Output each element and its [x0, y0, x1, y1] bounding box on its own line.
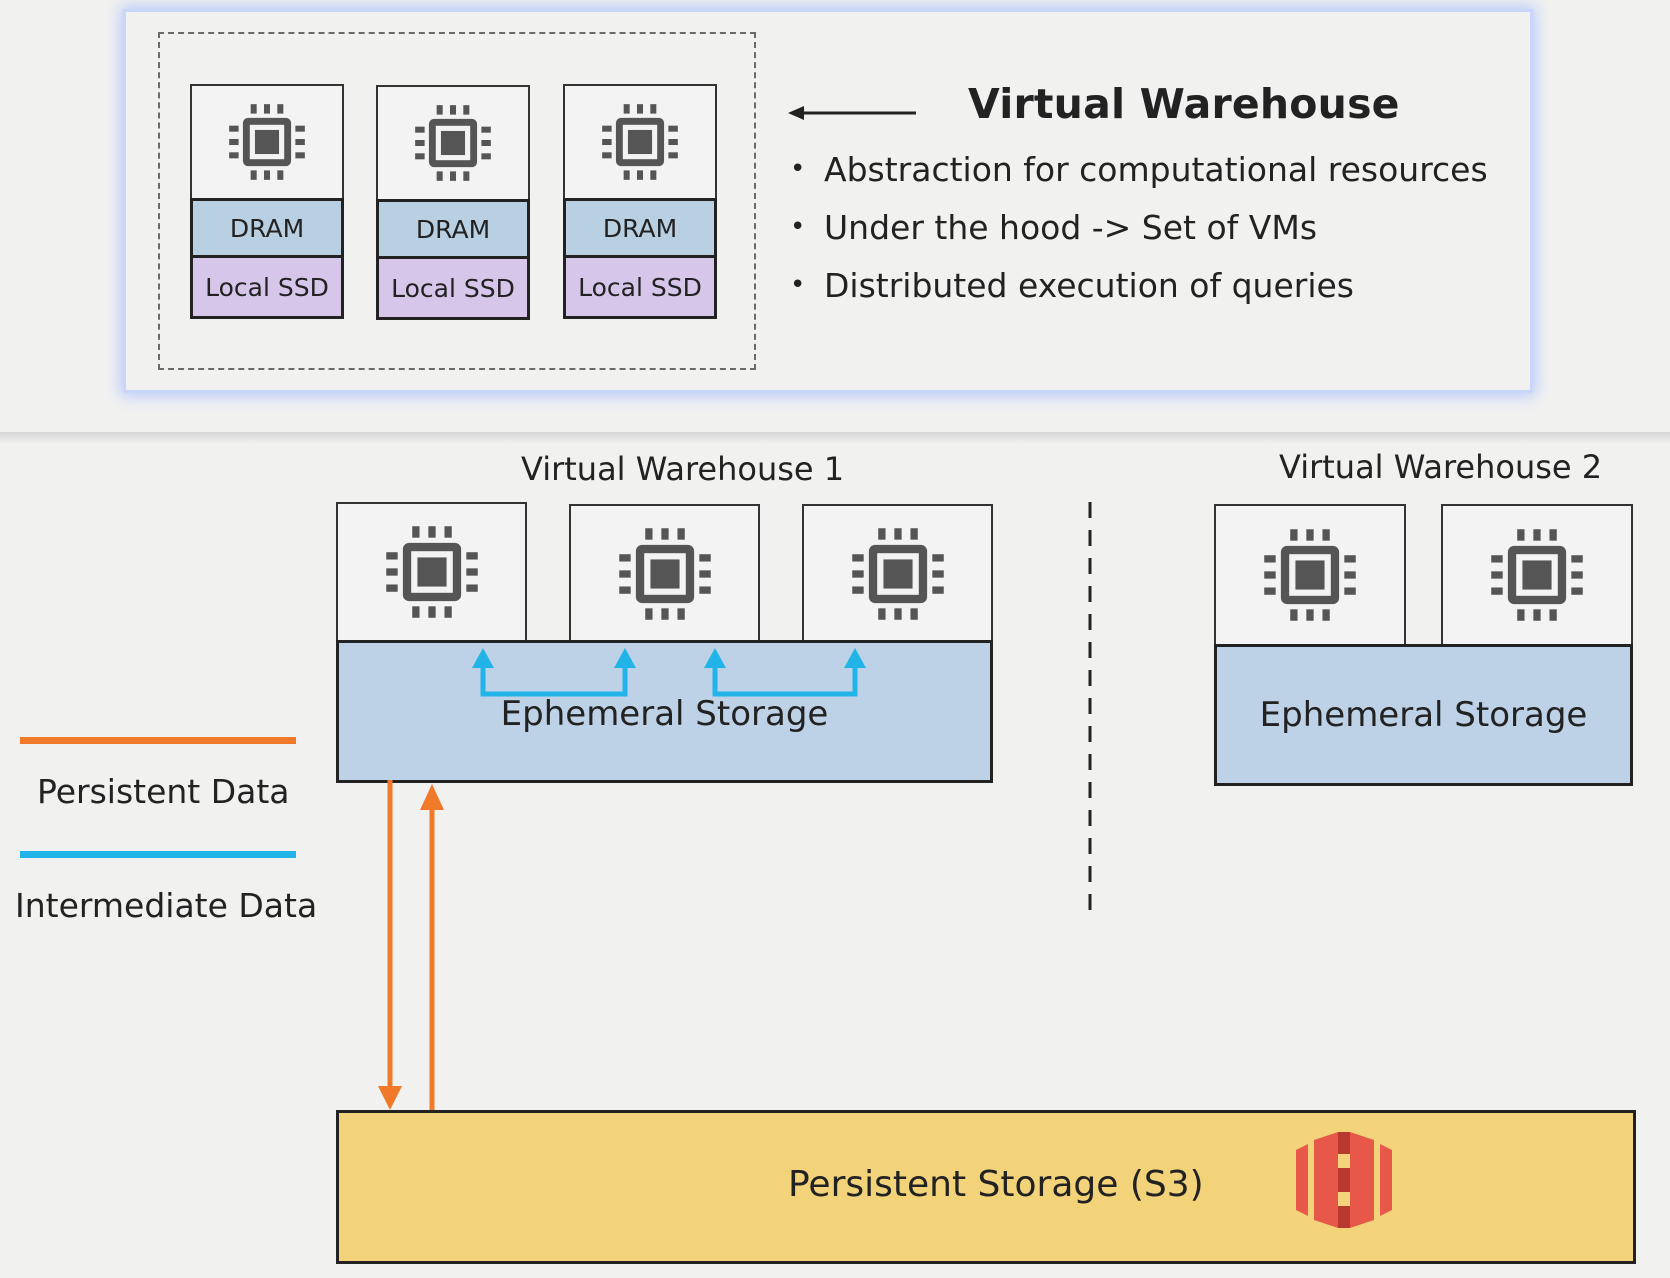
vm-node-2: DRAM Local SSD [376, 85, 530, 320]
persistent-data-arrows [378, 780, 444, 1113]
intermediate-data-arrows [472, 648, 866, 697]
cpu-chip-icon [224, 99, 310, 185]
bullet-text: Distributed execution of queries [824, 265, 1354, 305]
legend-persistent-label: Persistent Data [37, 772, 290, 811]
vm-node-1: DRAM Local SSD [190, 84, 344, 319]
wh1-cpu-node-3 [802, 504, 993, 644]
virtual-warehouse-1-label: Virtual Warehouse 1 [521, 450, 845, 488]
vm-node-cpu [190, 84, 344, 198]
legend-intermediate-label: Intermediate Data [15, 886, 318, 925]
wh1-ephemeral-storage-label: Ephemeral Storage [500, 693, 829, 734]
persistent-storage-label: Persistent Storage (S3) [788, 1164, 1204, 1205]
wh1-cpu-node-2 [569, 504, 760, 644]
bullet-item: •Abstraction for computational resources [790, 149, 1488, 189]
wh2-cpu-node-2 [1441, 504, 1633, 646]
persistent-storage-s3 [336, 1110, 1636, 1264]
cpu-chip-icon [846, 522, 950, 626]
virtual-warehouse-bullets: •Abstraction for computational resources… [790, 140, 1488, 314]
wh1-ephemeral-storage: Ephemeral Storage [336, 640, 993, 783]
cpu-chip-icon [613, 522, 717, 626]
dram-block: DRAM [376, 199, 530, 259]
wh2-ephemeral-storage: Ephemeral Storage [1214, 644, 1633, 786]
wh2-cpu-node-1 [1214, 504, 1406, 646]
warehouse-separator [1088, 502, 1092, 918]
dram-block: DRAM [190, 198, 344, 258]
bullet-item: •Distributed execution of queries [790, 265, 1354, 305]
bullet-item: •Under the hood -> Set of VMs [790, 207, 1318, 247]
local-ssd-block: Local SSD [190, 258, 344, 319]
left-arrow-icon [788, 106, 916, 120]
virtual-warehouse-summary-panel [126, 12, 1530, 390]
local-ssd-block: Local SSD [563, 258, 717, 319]
vm-group-frame [158, 32, 756, 370]
cpu-chip-icon [1485, 523, 1589, 627]
section-divider [0, 432, 1670, 444]
legend-intermediate-line [20, 851, 296, 858]
local-ssd-block: Local SSD [376, 259, 530, 320]
dram-block: DRAM [563, 198, 717, 258]
bullet-text: Under the hood -> Set of VMs [824, 207, 1318, 247]
s3-bucket-icon [1296, 1132, 1392, 1228]
virtual-warehouse-title: Virtual Warehouse [968, 80, 1400, 128]
bullet-text: Abstraction for computational resources [824, 149, 1488, 189]
cpu-chip-icon [410, 100, 496, 186]
cpu-chip-icon [597, 99, 683, 185]
cpu-chip-icon [1258, 523, 1362, 627]
wh2-ephemeral-storage-label: Ephemeral Storage [1259, 695, 1588, 735]
wh1-cpu-node-1 [336, 502, 527, 642]
vm-node-cpu [376, 85, 530, 199]
legend-persistent-line [20, 737, 296, 744]
vm-node-3: DRAM Local SSD [563, 84, 717, 319]
cpu-chip-icon [380, 520, 484, 624]
vm-node-cpu [563, 84, 717, 198]
virtual-warehouse-2-label: Virtual Warehouse 2 [1279, 448, 1603, 486]
